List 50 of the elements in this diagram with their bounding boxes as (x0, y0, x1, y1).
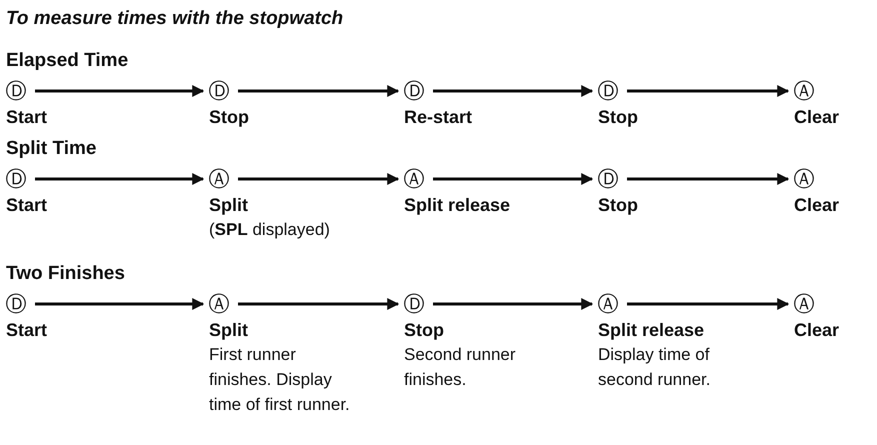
arrow (35, 298, 204, 310)
mode-symbol: Ⓐ (208, 167, 230, 191)
step-label: Clear (794, 319, 840, 341)
step-label: Stop (598, 194, 638, 216)
arrow (433, 173, 594, 185)
step-label: Start (6, 319, 48, 341)
step-label: Stop (404, 319, 444, 341)
step-note: (SPL displayed) (209, 219, 331, 241)
mode-symbol: Ⓓ (5, 167, 27, 191)
step-label: Split (209, 194, 248, 216)
arrow (238, 298, 400, 310)
mode-symbol: Ⓐ (793, 79, 815, 103)
mode-symbol: Ⓓ (5, 79, 27, 103)
arrow (35, 173, 204, 185)
step-label: Split (209, 319, 248, 341)
step-label: Start (6, 106, 48, 128)
step-label: Split release (598, 319, 704, 341)
step-label: Start (6, 194, 48, 216)
arrow (35, 85, 204, 97)
mode-symbol: Ⓓ (5, 292, 27, 316)
mode-symbol: Ⓐ (597, 292, 619, 316)
mode-symbol: Ⓓ (597, 167, 619, 191)
step-label: Split release (404, 194, 510, 216)
step-label: Stop (598, 106, 638, 128)
step-label: Clear (794, 106, 840, 128)
mode-symbol: Ⓓ (208, 79, 230, 103)
arrow (627, 173, 790, 185)
section-heading: Two Finishes (6, 263, 125, 285)
arrow (238, 173, 400, 185)
mode-symbol: Ⓓ (403, 79, 425, 103)
mode-symbol: Ⓓ (597, 79, 619, 103)
arrow (627, 298, 790, 310)
mode-symbol: Ⓐ (793, 167, 815, 191)
mode-symbol: Ⓐ (208, 292, 230, 316)
mode-symbol: Ⓐ (793, 292, 815, 316)
section-heading: Elapsed Time (6, 50, 128, 72)
mode-symbol: Ⓓ (403, 292, 425, 316)
step-note: First runner finishes. Display time of first runner. (209, 344, 351, 416)
section-heading: Split Time (6, 138, 96, 160)
step-label: Stop (209, 106, 249, 128)
arrow (627, 85, 790, 97)
step-note: Second runner finishes. (404, 344, 517, 391)
step-label: Re-start (404, 106, 472, 128)
title: To measure times with the stopwatch (6, 8, 344, 30)
arrow (433, 85, 594, 97)
mode-symbol: Ⓐ (403, 167, 425, 191)
step-label: Clear (794, 194, 840, 216)
step-note: Display time of second runner. (598, 344, 712, 391)
arrow (238, 85, 400, 97)
arrow (433, 298, 594, 310)
